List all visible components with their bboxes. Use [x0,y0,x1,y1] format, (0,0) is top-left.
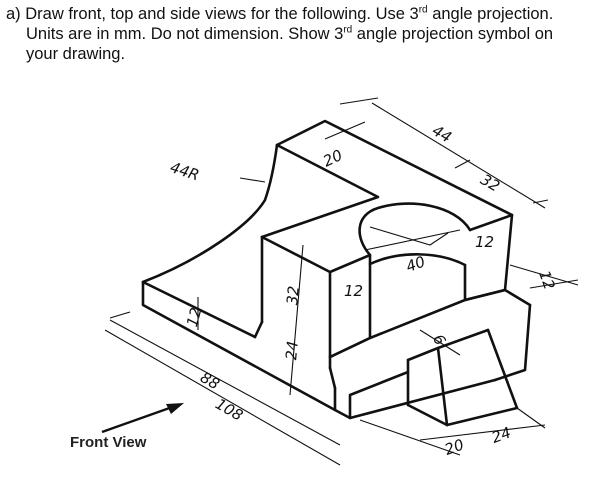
dim-block-left: 12 [344,282,363,300]
front-view-label: Front View [70,434,147,451]
dim-top-length-1: 44 [429,121,455,146]
dim-lower-height: 24 [282,340,302,361]
dim-upper-height: 32 [283,285,303,306]
dimension-lines [104,97,579,466]
question-line-3: your drawing. [26,45,126,63]
dim-base-inner: 88 [197,368,223,393]
question-line-1: a) Draw front, top and side views for th… [6,4,554,23]
dim-step-right: 12 [535,268,558,292]
dim-top-width: 20 [320,146,345,170]
dim-top-length-2: 32 [477,170,503,195]
dim-bottom-1: 20 [442,435,466,458]
dim-radius: 44R [168,158,202,184]
question-text: a) Draw front, top and side views for th… [6,4,606,64]
front-view-arrow [101,403,184,434]
dimension-labels: 44R 20 44 32 40 12 12 12 12 32 24 88 108… [168,121,559,459]
object-outline [141,119,532,427]
dim-bottom-2: 24 [489,423,513,446]
dim-circle-dia: 40 [404,252,428,275]
dim-base-total: 108 [212,395,246,425]
dim-block-right: 12 [475,233,494,251]
question-line-2: Units are in mm. Do not dimension. Show … [26,24,554,43]
dim-base-thickness: 12 [183,306,205,329]
